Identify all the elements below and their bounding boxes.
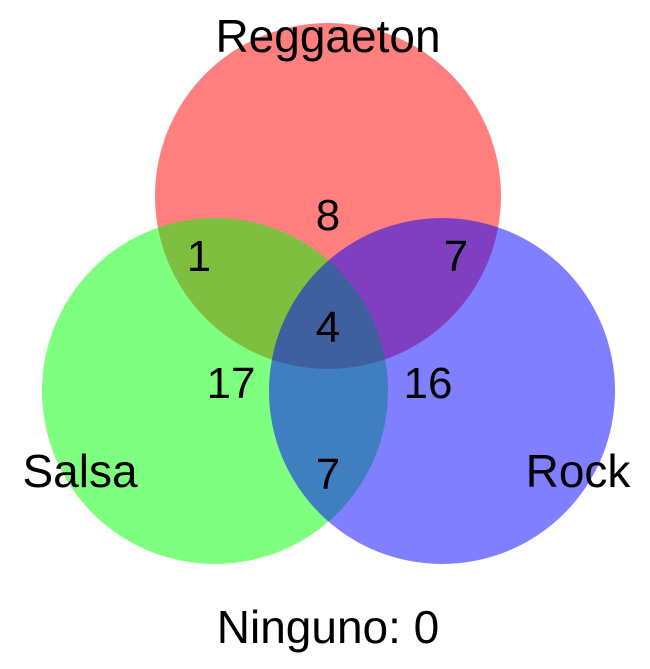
count-salsa-rock: 7	[316, 450, 340, 499]
count-rock-only: 16	[404, 359, 453, 408]
count-reggaeton-rock: 7	[444, 232, 468, 281]
set-label-rock: Rock	[526, 445, 632, 497]
count-all-three: 4	[316, 303, 340, 352]
set-label-reggaeton: Reggaeton	[215, 10, 440, 62]
set-circles	[42, 23, 615, 564]
none-count-label: Ninguno: 0	[217, 601, 440, 653]
circle-rock	[269, 218, 615, 564]
count-reggaeton-only: 8	[316, 191, 340, 240]
set-labels: Reggaeton Salsa Rock	[22, 10, 631, 497]
set-label-salsa: Salsa	[22, 445, 137, 497]
count-reggaeton-salsa: 1	[187, 232, 211, 281]
region-counts: 8 1 7 4 17 16 7	[187, 191, 468, 499]
count-salsa-only: 17	[207, 359, 256, 408]
